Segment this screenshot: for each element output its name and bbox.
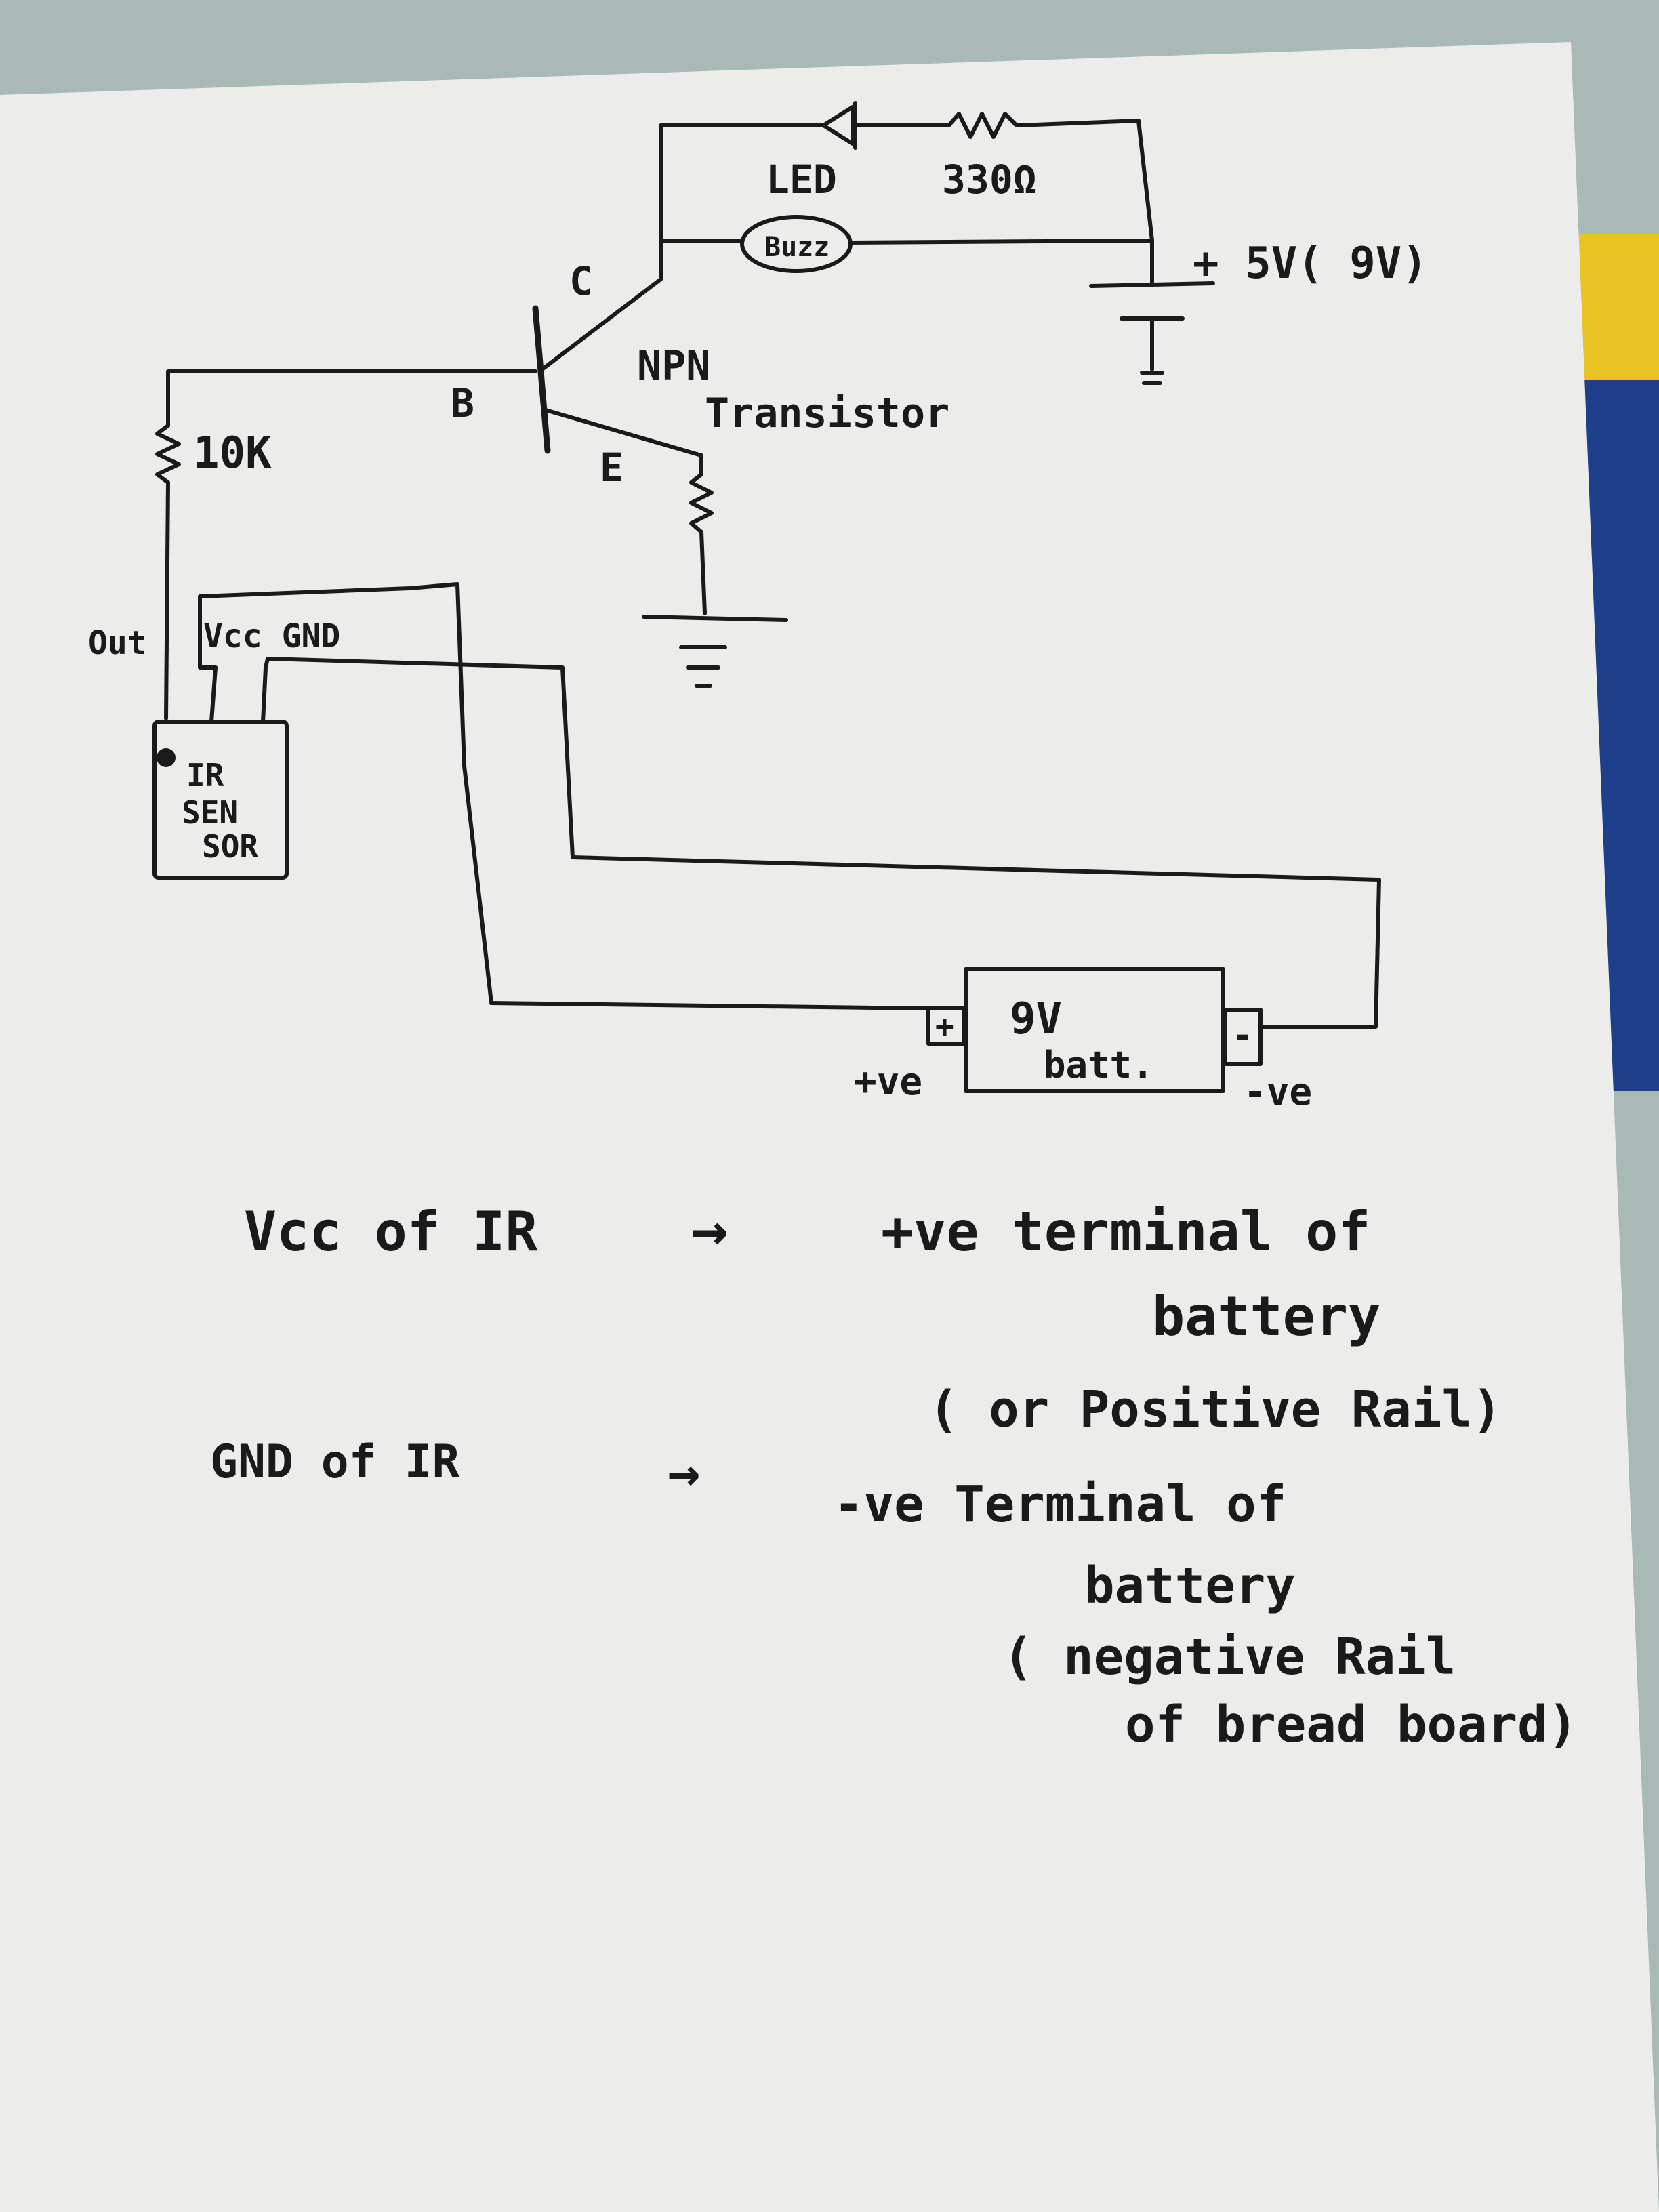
- notes: Vcc of IR → +ve terminal of battery ( or…: [210, 1194, 1578, 1754]
- npn-transistor: C B E NPN Transistor: [451, 223, 949, 491]
- ir-vcc-gnd-label: Vcc GND: [203, 617, 340, 655]
- battery-line2: batt.: [1044, 1044, 1154, 1086]
- ir-sensor-line2: SEN: [182, 794, 238, 831]
- transistor-label-line1: NPN: [637, 342, 710, 390]
- note-vcc-lhs: Vcc of IR: [244, 1200, 538, 1263]
- transistor-label-line2: Transistor: [705, 390, 949, 437]
- note-gnd-lhs: GND of IR: [210, 1435, 460, 1489]
- note-gnd-rhs-line2: battery: [1084, 1557, 1296, 1615]
- resistor-330-label: 330Ω: [942, 157, 1037, 203]
- battery-minus-symbol: -: [1232, 1015, 1253, 1056]
- supply-label: + 5V( 9V): [1193, 239, 1428, 289]
- emitter-resistor-ground: [642, 453, 788, 688]
- ir-sensor-line3: SOR: [202, 828, 258, 865]
- collector-label: C: [569, 258, 593, 304]
- supply-source: + 5V( 9V): [1089, 239, 1428, 385]
- emitter-label: E: [600, 445, 623, 491]
- battery-neg-label: -ve: [1244, 1070, 1312, 1114]
- base-label: B: [451, 380, 474, 426]
- note-vcc-rhs-line2: battery: [1152, 1285, 1380, 1348]
- led-label: LED: [766, 157, 837, 203]
- resistor-330-symbol: [947, 112, 1019, 139]
- battery-9v: + - 9V batt. +ve -ve: [854, 967, 1312, 1114]
- paper-sheet: [0, 42, 1659, 2212]
- battery-line1: 9V: [1010, 994, 1062, 1044]
- resistor-10k: 10K: [155, 424, 272, 720]
- resistor-10k-label: 10K: [193, 428, 272, 478]
- buzzer-label: Buzz: [764, 232, 830, 263]
- note-gnd-rhs-line1: -ve Terminal of: [834, 1475, 1286, 1534]
- note-vcc-rhs-line1: +ve terminal of: [881, 1200, 1370, 1263]
- note-gnd-arrow: →: [668, 1441, 700, 1504]
- ir-sensor-line1: IR: [186, 757, 224, 794]
- note-vcc-rhs-line3: ( or Positive Rail): [928, 1380, 1502, 1439]
- buzzer-branch: Buzz: [659, 215, 1154, 273]
- led-resistor-branch: LED 330Ω: [659, 101, 1154, 243]
- note-gnd-rhs-line4: of bread board): [1125, 1696, 1578, 1754]
- note-vcc-arrow: →: [691, 1194, 728, 1265]
- ir-out-label: Out: [88, 624, 147, 662]
- ir-sensor: IR SEN SOR Out Vcc GND: [88, 617, 340, 880]
- battery-plus-symbol: +: [935, 1008, 954, 1044]
- battery-pos-label: +ve: [854, 1060, 922, 1104]
- note-gnd-rhs-line3: ( negative Rail: [1003, 1628, 1456, 1686]
